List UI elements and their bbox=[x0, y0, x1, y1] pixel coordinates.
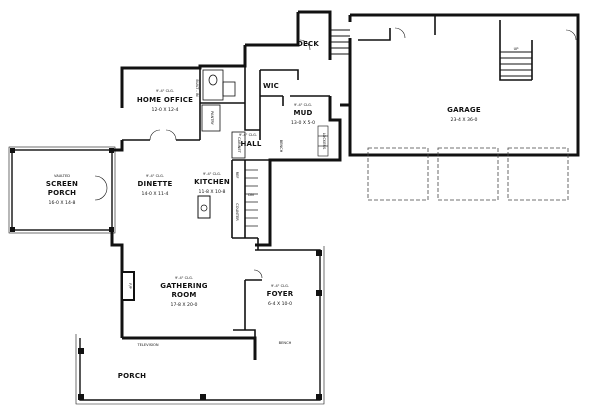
annotation-pantry: PANTRY bbox=[210, 111, 214, 126]
room-ceiling-gathering-room: 9'-4" CLG. bbox=[175, 276, 193, 280]
screen-porch-posts bbox=[10, 148, 114, 232]
room-dims-mud: 13-0 X 5-0 bbox=[291, 120, 315, 126]
room-label-screen-porch-2: PORCH bbox=[48, 189, 76, 197]
annotation-lockers: LOCKERS bbox=[322, 133, 326, 150]
room-label-hall: HALL bbox=[241, 140, 262, 148]
front-porch-outline bbox=[75, 246, 325, 405]
annotation-down-stair: DN bbox=[248, 193, 254, 197]
room-label-kitchen: KITCHEN bbox=[194, 178, 230, 186]
mud-lockers bbox=[317, 125, 329, 157]
room-ceiling-hall: 9'-4" CLG. bbox=[239, 133, 257, 137]
door-swings bbox=[94, 27, 577, 279]
room-label-home-office: HOME OFFICE bbox=[137, 96, 193, 104]
room-label-gathering-room-2: ROOM bbox=[171, 291, 196, 299]
room-label-dinette: DINETTE bbox=[138, 180, 173, 188]
room-dims-garage: 23-4 X 36-0 bbox=[451, 117, 478, 123]
room-label-gathering-room-1: GATHERING bbox=[160, 282, 207, 290]
room-dims-kitchen: 11-8 X 10-8 bbox=[199, 189, 226, 195]
room-dims-screen-porch: 16-0 X 14-8 bbox=[49, 200, 76, 206]
room-label-garage: GARAGE bbox=[447, 106, 481, 114]
room-dims-dinette: 14-0 X 11-4 bbox=[142, 191, 169, 197]
annotation-bench-mud: BENCH bbox=[279, 140, 283, 153]
room-ceiling-mud: 9'-4" CLG. bbox=[294, 103, 312, 107]
annotation-countertop: COUNTER bbox=[235, 203, 239, 221]
kitchen-island bbox=[197, 195, 211, 219]
room-ceiling-screen-porch: VAULTED bbox=[54, 174, 70, 178]
annotation-cabinet: CABINET bbox=[237, 137, 241, 153]
front-porch-posts bbox=[78, 250, 322, 400]
room-label-deck: DECK bbox=[297, 40, 319, 48]
room-label-mud: MUD bbox=[293, 109, 312, 117]
kitchen-stair-treads bbox=[245, 169, 258, 227]
deck-stair bbox=[330, 29, 532, 77]
annotation-refrigerator: REF bbox=[235, 172, 239, 179]
screen-porch-outline bbox=[8, 146, 116, 234]
room-ceiling-home-office: 9'-4" CLG. bbox=[156, 89, 174, 93]
half-bath bbox=[202, 69, 236, 101]
room-label-foyer: FOYER bbox=[267, 290, 294, 298]
room-ceiling-dinette: 9'-4" CLG. bbox=[146, 174, 164, 178]
room-dims-foyer: 6-4 X 10-0 bbox=[268, 301, 292, 307]
room-dims-home-office: 12-0 X 12-4 bbox=[152, 107, 179, 113]
fireplace bbox=[121, 271, 135, 301]
room-label-wic: WIC bbox=[263, 82, 279, 90]
room-label-porch: PORCH bbox=[118, 372, 146, 380]
island-sink bbox=[200, 204, 208, 212]
annotation-television: TELEVISION bbox=[136, 343, 158, 347]
annotation-bench-foyer: BENCH bbox=[279, 341, 292, 345]
room-ceiling-kitchen: 9'-4" CLG. bbox=[203, 172, 221, 176]
cabinet bbox=[231, 131, 246, 159]
pantry-closet bbox=[201, 104, 221, 132]
garage-doors bbox=[367, 147, 569, 201]
interior-walls bbox=[122, 15, 533, 338]
annotation-up-stair: UP bbox=[514, 47, 520, 51]
annotation-built-in: BUILT - IN bbox=[195, 79, 199, 96]
room-ceiling-foyer: 9'-4" CLG. bbox=[271, 284, 289, 288]
room-label-screen-porch-1: SCREEN bbox=[46, 180, 78, 188]
annotation-fireplace: F/P bbox=[128, 283, 132, 289]
room-dims-gathering-room: 17-8 X 20-0 bbox=[171, 302, 198, 308]
